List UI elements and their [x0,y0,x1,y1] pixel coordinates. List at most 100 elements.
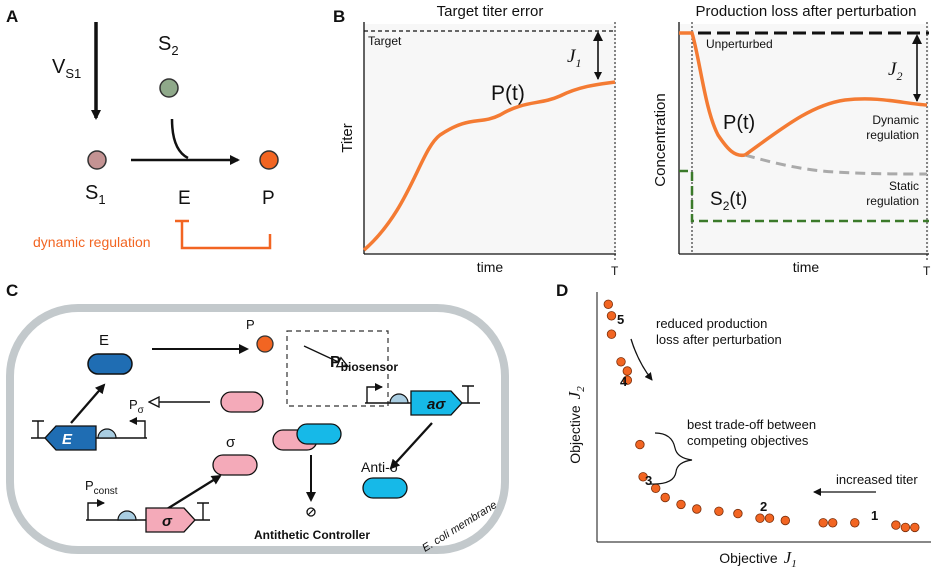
trade-off-brace [649,432,693,485]
production-loss-title: Production loss after perturbation [696,3,917,20]
pareto-point [900,522,911,533]
pareto-point [606,311,617,321]
e-gene-to-protein-arrow [70,383,106,424]
static-label: Static [889,179,919,193]
s2-label: S2 [158,33,179,58]
unperturbed-label: Unperturbed [706,37,773,51]
sigma-gene-to-protein-arrow [166,474,222,510]
sigma-rbs [117,510,137,521]
p-label: P [262,188,275,209]
t-label-right: T [923,264,931,278]
production-curve-drop [679,31,746,158]
pareto-point [828,518,838,528]
pareto-point [692,504,702,514]
panel-b: B Target titer error Target J1 P(t) Tite… [333,3,931,278]
s1-node [87,150,107,170]
t-label-left: T [611,264,619,278]
asigma-gene-label: aσ [427,396,446,413]
rank-5-label: 5 [617,312,624,327]
regulation-label-2: regulation [866,194,919,208]
p-node [259,150,279,170]
antithetic-controller-label: Antithetic Controller [254,528,370,542]
note-increased-titer: increased titer [836,472,918,487]
asigma-terminator [462,385,474,403]
note-trade-off-1: best trade-off between [687,417,816,432]
rank-3-label: 3 [645,473,652,488]
s2-flux-curve [170,118,189,160]
pareto-point [606,329,617,339]
rank-4-label: 4 [620,374,628,389]
j1-label: J1 [567,46,581,70]
d-y-axis-label: ObjectiveJ2 [565,386,587,464]
degradation-slash [307,508,315,516]
vs1-label: VS1 [52,56,81,81]
sigma-gene-label: σ [162,513,173,530]
asigma-rbs [389,393,409,404]
pareto-point [755,513,765,523]
e-gene-label: E [62,431,73,448]
sigma-terminator [197,502,209,520]
pt-label-right: P(t) [723,112,755,134]
titer-axis-label: Titer [339,123,356,152]
dynamic-regulation-inhibition [175,219,272,250]
dynamic-regulation-label: dynamic regulation [33,234,151,250]
rank-2-label: 2 [760,499,767,514]
pareto-point [660,492,670,503]
sigma-label: σ [226,434,236,451]
j2-label: J2 [888,59,902,83]
e-rbs [97,428,117,439]
pareto-point [850,518,860,528]
sigma-protein-top [220,391,264,413]
pareto-point [622,366,633,376]
rank-1-label: 1 [871,508,878,523]
panel-label-d: D [556,281,568,300]
pareto-point [638,472,648,482]
target-titer-title: Target titer error [437,3,544,20]
e-terminator [32,420,44,438]
s1-label: S1 [85,182,106,207]
protein-e [87,353,133,375]
pareto-point [651,483,661,494]
degradation-icon [306,507,316,517]
time-axis-label-left: time [477,259,504,275]
sigma-promoter [87,499,105,520]
panel-label-c: C [6,281,18,300]
note-reduced-production-1: reduced production [656,316,767,331]
asigma-promoter [366,383,383,403]
pareto-point [676,499,686,510]
static-regulation-curve [744,153,928,176]
dynamic-label: Dynamic [872,113,919,127]
pareto-point [764,513,775,523]
complex-anti-sigma [296,423,342,445]
s2t-label: S2(t) [710,189,747,213]
e-promoter [129,417,146,438]
panel-c: C E. coli membrane E P Pbiosensor aσ E P… [6,281,509,555]
note-reduced-production-2: loss after perturbation [656,332,782,347]
sigma-protein [212,454,258,476]
asigma-gene [410,390,463,416]
pareto-point [891,520,901,530]
biosensor-box [286,330,389,407]
pareto-point [818,518,828,528]
pareto-point [622,375,633,385]
panel-label-b: B [333,7,345,26]
time-axis-label-right: time [793,259,820,275]
note-trade-off-2: competing objectives [687,433,809,448]
pareto-point [714,506,724,517]
biosensor-arrow [303,345,347,366]
pareto-point [910,522,920,533]
pbiosensor-label: Pbiosensor [330,354,398,374]
p-sigma-label: Pσ [129,397,145,416]
pareto-point [635,439,645,450]
s2-node [159,78,179,98]
pareto-points [603,299,920,533]
pareto-point [603,299,614,310]
e-gene [44,425,97,451]
e-label: E [178,188,191,209]
anti-sigma-protein [362,477,408,499]
pt-label: P(t) [491,82,525,105]
anti-sigma-label: Anti-σ [361,459,399,475]
pareto-point [616,357,626,367]
